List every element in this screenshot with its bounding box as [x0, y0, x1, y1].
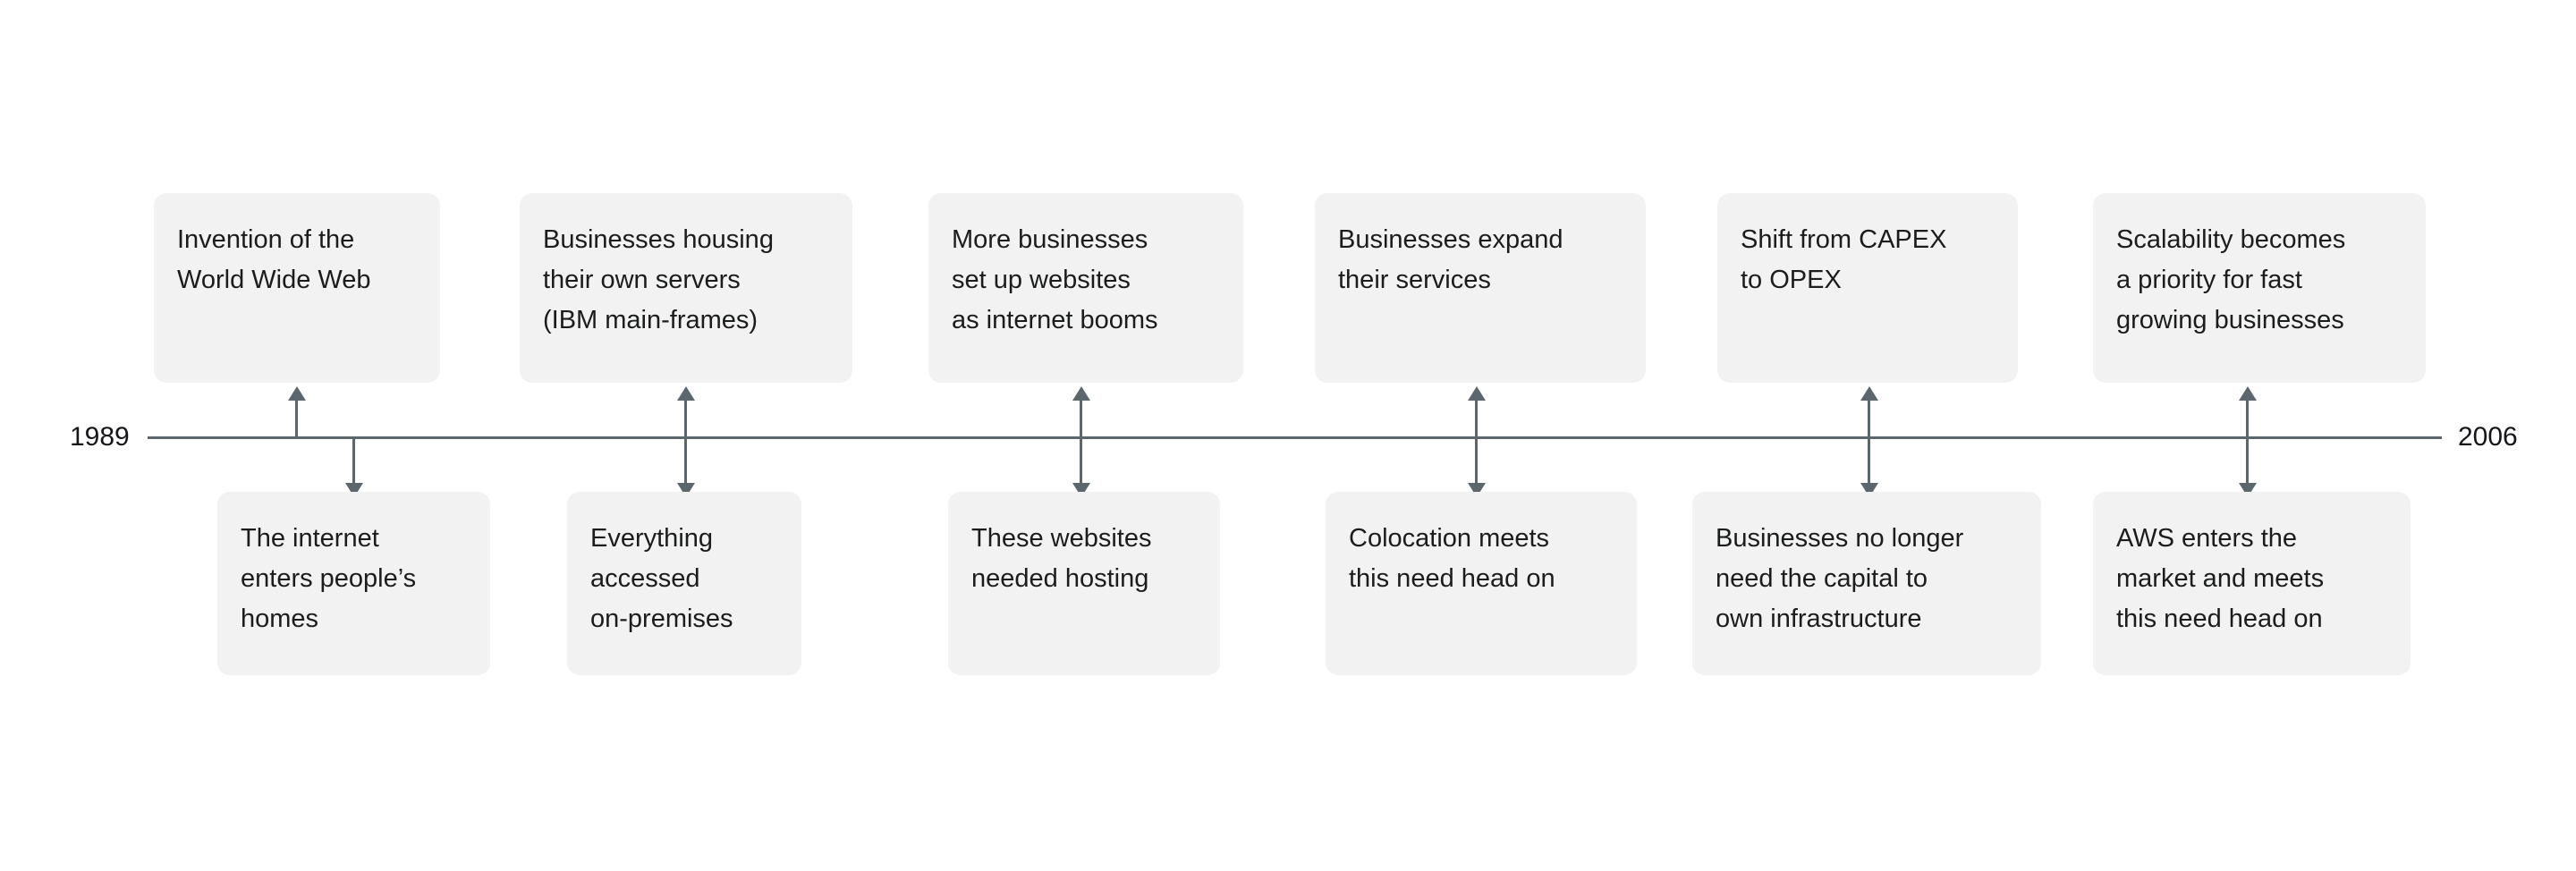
timeline-start-year-label: 1989: [70, 422, 130, 452]
milestone-card-below-4: Colocation meets this need head on: [1326, 492, 1637, 675]
connector-stem-up: [1475, 393, 1478, 438]
milestone-card-below-5: Businesses no longer need the capital to…: [1692, 492, 2041, 675]
milestone-card-above-6: Scalability becomes a priority for fast …: [2093, 193, 2426, 383]
arrow-up-icon: [288, 386, 306, 401]
arrow-up-icon: [1860, 386, 1878, 401]
connector-stem-down: [2246, 437, 2249, 489]
arrow-up-icon: [1468, 386, 1486, 401]
connector-stem-up: [2246, 393, 2249, 438]
connector-stem-down: [352, 437, 355, 489]
connector-stem-up: [1080, 393, 1082, 438]
connector-stem-down: [1475, 437, 1478, 489]
connector-stem-down: [1868, 437, 1870, 489]
arrow-up-icon: [2239, 386, 2257, 401]
milestone-card-below-1: The internet enters people’s homes: [217, 492, 490, 675]
connector-stem-down: [1080, 437, 1082, 489]
milestone-card-above-1: Invention of the World Wide Web: [154, 193, 440, 383]
connector-stem-down: [684, 437, 687, 489]
milestone-card-below-6: AWS enters the market and meets this nee…: [2093, 492, 2411, 675]
milestone-card-below-2: Everything accessed on-premises: [567, 492, 801, 675]
timeline-end-year-label: 2006: [2458, 422, 2518, 452]
milestone-card-above-3: More businesses set up websites as inter…: [928, 193, 1243, 383]
connector-stem-up: [1868, 393, 1870, 438]
milestone-card-above-2: Businesses housing their own servers (IB…: [520, 193, 852, 383]
arrow-up-icon: [677, 386, 695, 401]
milestone-card-below-3: These websites needed hosting: [948, 492, 1220, 675]
connector-stem-up: [684, 393, 687, 438]
timeline-axis-line: [148, 436, 2442, 439]
connector-stem-up: [295, 393, 298, 438]
milestone-card-above-5: Shift from CAPEX to OPEX: [1717, 193, 2018, 383]
arrow-up-icon: [1072, 386, 1090, 401]
milestone-card-above-4: Businesses expand their services: [1315, 193, 1646, 383]
